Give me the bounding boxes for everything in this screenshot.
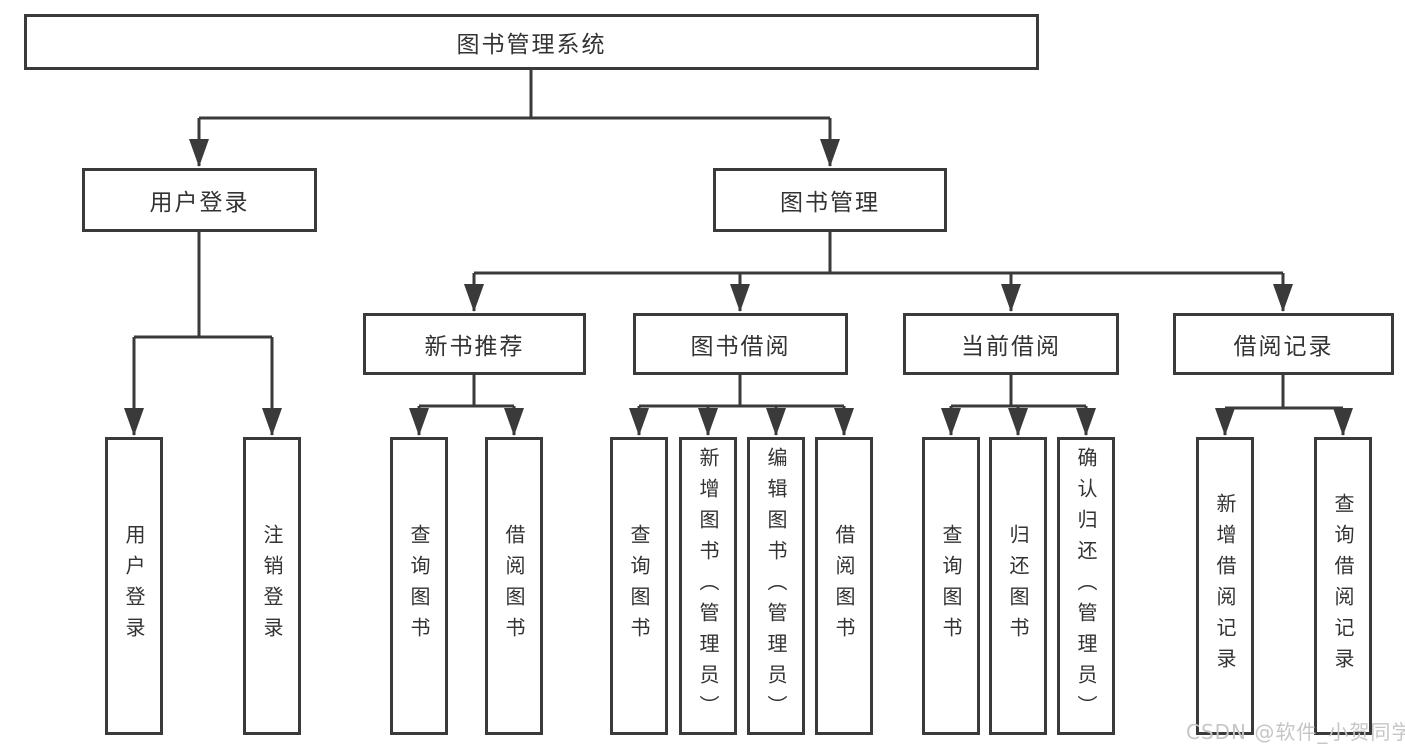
node-book-management: 图书管理	[713, 168, 947, 232]
leaf-user-login: 用户登录	[105, 437, 163, 735]
connector-arrows	[124, 118, 1353, 436]
node-current-borrow: 当前借阅	[903, 313, 1119, 375]
node-borrow-records: 借阅记录	[1173, 313, 1394, 375]
node-label: 图书管理	[780, 190, 880, 216]
leaf-current-query: 查询图书	[922, 437, 980, 735]
node-label: 图书借阅	[690, 334, 791, 360]
leaf-current-return: 归还图书	[989, 437, 1047, 735]
node-label: 查询图书	[627, 524, 651, 648]
node-label: 查询图书	[939, 524, 963, 648]
leaf-borrow-borrow: 借阅图书	[815, 437, 873, 735]
leaf-borrow-query: 查询图书	[610, 437, 668, 735]
node-label: 用户登录	[122, 524, 146, 648]
leaf-records-add: 新增借阅记录	[1196, 437, 1254, 735]
node-label: 借阅记录	[1233, 334, 1334, 360]
connector-elbows	[134, 70, 1343, 410]
leaf-newbooks-query: 查询图书	[390, 437, 448, 735]
node-label: 注销登录	[260, 524, 284, 648]
node-label: 确认归还（管理员）	[1074, 446, 1098, 726]
node-label: 图书管理系统	[456, 32, 607, 58]
node-label: 归还图书	[1006, 524, 1030, 648]
node-new-book-recommend: 新书推荐	[363, 313, 586, 375]
node-label: 查询借阅记录	[1331, 493, 1355, 679]
node-label: 新增借阅记录	[1213, 493, 1237, 679]
csdn-watermark: CSDN @软件_小贺同学	[1186, 720, 1405, 744]
node-label: 当前借阅	[961, 334, 1061, 360]
leaf-current-confirm-return-admin: 确认归还（管理员）	[1057, 437, 1115, 735]
node-book-borrow: 图书借阅	[633, 313, 848, 375]
node-user-login: 用户登录	[82, 168, 317, 232]
node-system-root: 图书管理系统	[24, 14, 1039, 70]
leaf-newbooks-borrow: 借阅图书	[485, 437, 543, 735]
leaf-borrow-add-admin: 新增图书（管理员）	[679, 437, 737, 735]
node-label: 编辑图书（管理员）	[764, 446, 788, 726]
leaf-records-query: 查询借阅记录	[1314, 437, 1372, 735]
node-label: 借阅图书	[832, 524, 856, 648]
node-label: 新增图书（管理员）	[696, 446, 720, 726]
leaf-borrow-edit-admin: 编辑图书（管理员）	[747, 437, 805, 735]
node-label: 查询图书	[407, 524, 431, 648]
node-label: 新书推荐	[424, 334, 525, 360]
node-label: 借阅图书	[502, 524, 526, 648]
leaf-logout: 注销登录	[243, 437, 301, 735]
node-label: 用户登录	[149, 190, 250, 216]
